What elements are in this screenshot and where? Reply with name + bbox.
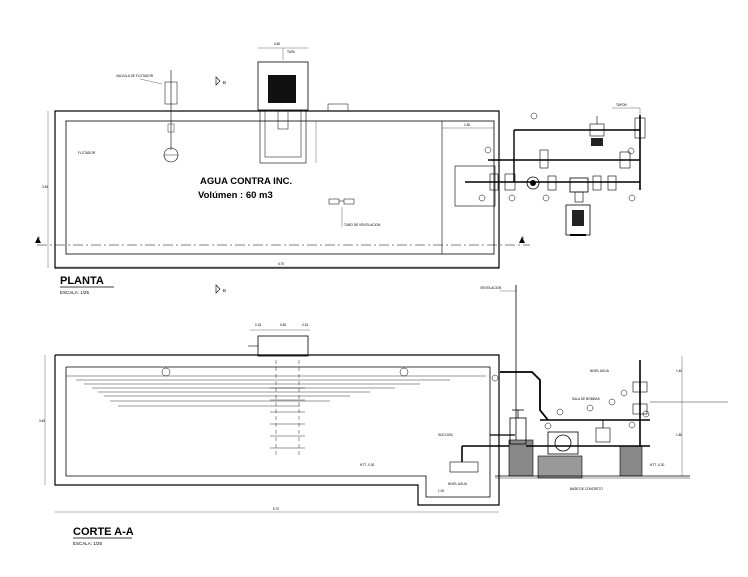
- svg-text:0.15: 0.15: [255, 323, 261, 327]
- section-mark-left: A: [37, 235, 40, 240]
- svg-text:BASE DE CONCRETO: BASE DE CONCRETO: [570, 487, 603, 491]
- svg-text:1.80: 1.80: [676, 433, 682, 437]
- section-mark-b-bottom: B: [223, 288, 226, 293]
- svg-text:TAPA: TAPA: [287, 50, 296, 54]
- svg-text:0.60: 0.60: [280, 323, 286, 327]
- section-width-dim: 6.70: [273, 507, 279, 511]
- svg-text:TAPON: TAPON: [616, 103, 627, 107]
- suction-pipe: SUCCION NTT -0.30 NIVEL AGUA: [360, 433, 515, 486]
- section-scale: ESCALA: 1/25: [73, 541, 103, 546]
- plan-title: PLANTA: [60, 275, 104, 287]
- section-depth-dim: 3.45: [39, 419, 45, 423]
- section-view: 0.15 0.60 0.15: [39, 285, 728, 546]
- svg-text:NIVEL AGUA: NIVEL AGUA: [448, 482, 468, 486]
- section-pump-equipment: SALA DE BOMBAS NIVEL AGUA BASE DE CONCRE…: [491, 356, 728, 491]
- plan-inner-wall: [65, 120, 495, 255]
- svg-text:SALA DE BOMBAS: SALA DE BOMBAS: [572, 397, 600, 401]
- access-hatch-outer: [257, 61, 309, 111]
- access-hatch-cover: [268, 75, 296, 103]
- svg-text:VENTILACION: VENTILACION: [480, 286, 502, 290]
- svg-text:TUBO DE VENTILACION: TUBO DE VENTILACION: [344, 223, 381, 227]
- tank-volume: Volúmen : 60 m3: [198, 190, 273, 201]
- float-column: [270, 360, 305, 458]
- svg-text:NTT -0.30: NTT -0.30: [650, 463, 665, 467]
- svg-text:0.60: 0.60: [274, 42, 280, 46]
- tank-name: AGUA CONTRA INC.: [200, 176, 292, 187]
- section-mark-b-top: B: [223, 80, 226, 85]
- plan-scale: ESCALA: 1/25: [60, 290, 90, 295]
- svg-text:NIVEL AGUA: NIVEL AGUA: [590, 369, 610, 373]
- svg-text:NTT -0.30: NTT -0.30: [360, 463, 375, 467]
- svg-text:SUCCION: SUCCION: [438, 433, 453, 437]
- svg-text:VALVULA DE FLOTADOR: VALVULA DE FLOTADOR: [116, 74, 154, 78]
- svg-text:1.40: 1.40: [676, 369, 682, 373]
- plan-view: A A B B 0.60 TAPA VALVULA DE FLOTADOR FL…: [35, 42, 646, 295]
- section-title: CORTE A-A: [73, 526, 134, 538]
- svg-text:0.15: 0.15: [302, 323, 308, 327]
- plan-outer-wall: [54, 110, 500, 269]
- svg-text:FLOTADOR: FLOTADOR: [78, 151, 96, 155]
- plan-width-dim: 6.70: [278, 262, 284, 266]
- plan-height-dim: 3.45: [42, 185, 48, 189]
- section-mark-right: A: [521, 235, 524, 240]
- plan-pump-equipment: TAPON: [454, 103, 646, 236]
- svg-text:1.00: 1.00: [438, 489, 444, 493]
- pump-room-dim: 1.50: [464, 123, 470, 127]
